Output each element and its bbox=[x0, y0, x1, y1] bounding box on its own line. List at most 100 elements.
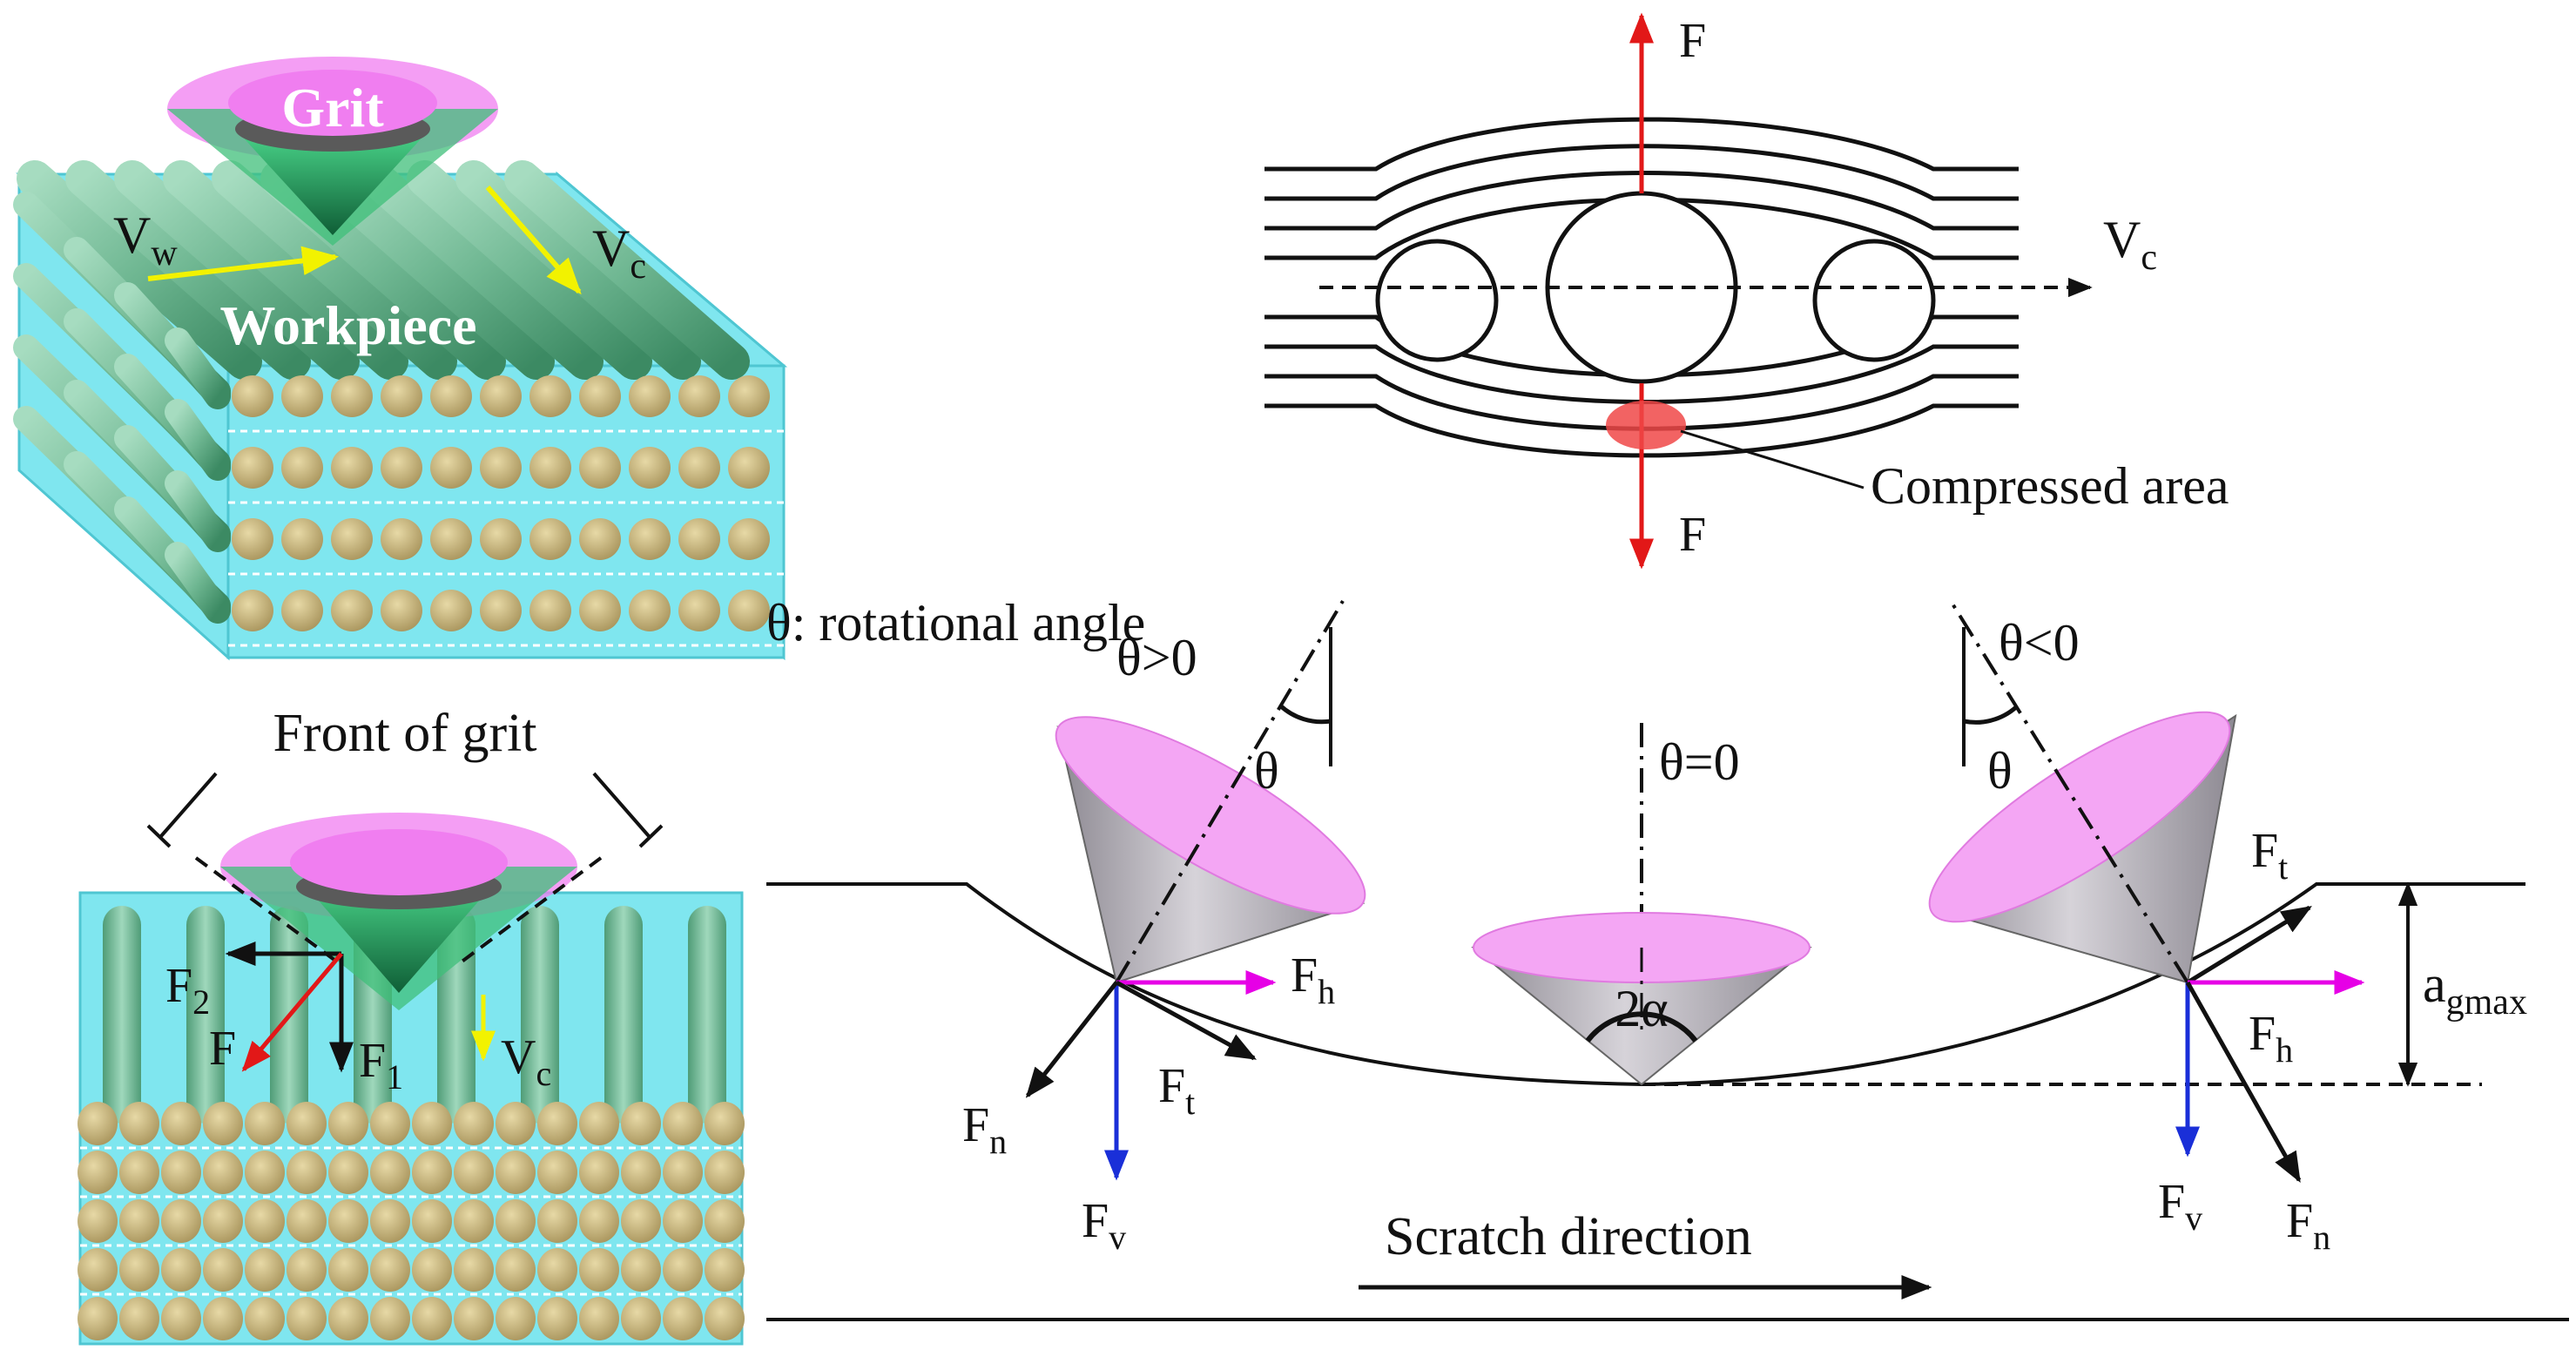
vertical-fiber bbox=[688, 906, 726, 1124]
grit-cone-3d bbox=[167, 57, 498, 246]
side-fiber bbox=[165, 399, 231, 481]
fiber-end bbox=[232, 518, 273, 560]
agmax-label: agmax bbox=[2423, 955, 2527, 1023]
grit-cone-front bbox=[194, 813, 603, 1010]
vc-label-front: Vc bbox=[501, 1030, 551, 1093]
fn-label-left: Fn bbox=[962, 1098, 1007, 1161]
rotational-angle-legend: θ: rotational angle bbox=[766, 594, 1145, 651]
fiber-end-front bbox=[203, 1102, 243, 1145]
cond-theta-zero: θ=0 bbox=[1659, 733, 1740, 791]
fiber-end bbox=[678, 518, 720, 560]
fiber-end-front bbox=[161, 1297, 201, 1340]
theta-label-right: θ bbox=[1987, 742, 2013, 800]
fiber-end-front bbox=[537, 1199, 577, 1243]
fiber-end-front bbox=[78, 1199, 118, 1243]
fiber-end-front bbox=[161, 1102, 201, 1145]
fiber-end-front bbox=[454, 1297, 494, 1340]
fiber-end bbox=[281, 447, 323, 489]
fiber-end-front bbox=[663, 1102, 703, 1145]
fiber-end bbox=[629, 590, 671, 631]
top-fiber bbox=[358, 160, 604, 380]
fiber-end-front bbox=[245, 1151, 285, 1194]
vc-arrow-3d bbox=[485, 186, 582, 295]
fiber-end-front bbox=[203, 1297, 243, 1340]
fiber-end-front bbox=[287, 1199, 327, 1243]
fiber-end bbox=[529, 447, 571, 489]
fiber-end bbox=[232, 590, 273, 631]
force-label-top: F bbox=[1679, 14, 1706, 68]
fiber-end-front bbox=[621, 1102, 661, 1145]
grit-cone-theta-negative bbox=[1928, 711, 2237, 984]
panel-fiber-compression: Vc F F Compressed area bbox=[1264, 12, 2229, 570]
fiber-end-front bbox=[454, 1102, 494, 1145]
f-resultant-label: F bbox=[209, 1022, 236, 1076]
fiber-end-front bbox=[370, 1199, 410, 1243]
fiber-end-front bbox=[119, 1297, 159, 1340]
fiber-end-front bbox=[119, 1151, 159, 1194]
fiber-end-front bbox=[287, 1151, 327, 1194]
fh-label-left: Fh bbox=[1291, 948, 1335, 1011]
fiber-end-front bbox=[579, 1199, 619, 1243]
cone-angle-label: 2α bbox=[1615, 980, 1668, 1037]
vc-label-top: Vc bbox=[2103, 211, 2157, 278]
fiber-end-front bbox=[412, 1151, 452, 1194]
fiber-end-front bbox=[119, 1102, 159, 1145]
fiber-end-front bbox=[496, 1151, 536, 1194]
top-fiber bbox=[17, 160, 262, 380]
fiber-end-front bbox=[78, 1102, 118, 1145]
fiber-end-front bbox=[78, 1248, 118, 1292]
fiber-end bbox=[381, 375, 422, 417]
fiber-end bbox=[232, 447, 273, 489]
fiber-end-front bbox=[287, 1248, 327, 1292]
fiber-end bbox=[529, 375, 571, 417]
fiber-end-front bbox=[496, 1199, 536, 1243]
fiber-end-front bbox=[328, 1102, 368, 1145]
fiber-end-front bbox=[78, 1297, 118, 1340]
fiber-end-front bbox=[621, 1151, 661, 1194]
panel-front-of-grit: Front of grit F2 F1 F Vc bbox=[78, 704, 745, 1346]
fiber-end bbox=[381, 447, 422, 489]
fiber-end bbox=[579, 375, 621, 417]
ft-arrow-left bbox=[1115, 980, 1258, 1061]
theta-label-left: θ bbox=[1254, 742, 1279, 800]
scratch-direction-label: Scratch direction bbox=[1385, 1207, 1752, 1266]
fiber-end-front bbox=[454, 1199, 494, 1243]
f1-label: F1 bbox=[359, 1034, 403, 1097]
front-bracket-right bbox=[592, 772, 651, 838]
fiber-end-front bbox=[705, 1199, 745, 1243]
fiber-end-front bbox=[119, 1199, 159, 1243]
top-fiber bbox=[163, 160, 408, 380]
fiber-end bbox=[579, 590, 621, 631]
fiber-end-front bbox=[412, 1102, 452, 1145]
fiber-end-front bbox=[370, 1297, 410, 1340]
force-label-bottom: F bbox=[1679, 508, 1706, 562]
fiber-end-front bbox=[412, 1248, 452, 1292]
fiber-end bbox=[331, 590, 373, 631]
side-fiber bbox=[165, 327, 231, 409]
fiber-end-front bbox=[370, 1102, 410, 1145]
fiber-end-front bbox=[454, 1248, 494, 1292]
fiber-end-front bbox=[412, 1297, 452, 1340]
theta-arc-right bbox=[1963, 705, 2018, 725]
fiber-end-front bbox=[621, 1248, 661, 1292]
top-fiber bbox=[407, 160, 652, 380]
fiber-end-front bbox=[370, 1248, 410, 1292]
fiber-end-front bbox=[496, 1248, 536, 1292]
fn-label-right: Fn bbox=[2286, 1194, 2330, 1257]
fiber-end-front bbox=[161, 1248, 201, 1292]
fv-label-right: Fv bbox=[2158, 1175, 2202, 1238]
f2-label: F2 bbox=[165, 959, 210, 1022]
compressed-area-marker bbox=[1606, 401, 1686, 449]
vertical-fiber bbox=[103, 906, 141, 1124]
vertical-fiber bbox=[604, 906, 643, 1124]
fiber-end-rows bbox=[78, 1102, 745, 1340]
vc-label-3d: Vc bbox=[592, 219, 646, 287]
fiber-end bbox=[331, 518, 373, 560]
fiber-end bbox=[430, 518, 472, 560]
side-fiber-layers bbox=[13, 192, 231, 624]
fiber-end bbox=[480, 447, 522, 489]
fiber-end bbox=[579, 518, 621, 560]
compressed-area-label: Compressed area bbox=[1871, 457, 2229, 515]
fiber-end bbox=[579, 447, 621, 489]
fiber-end-front bbox=[287, 1297, 327, 1340]
